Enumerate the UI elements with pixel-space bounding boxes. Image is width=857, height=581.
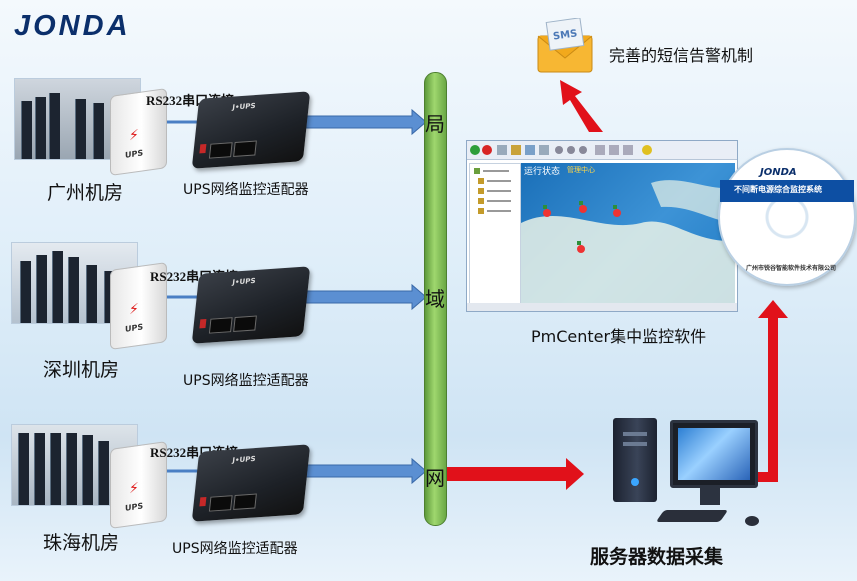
room-name-zhuhai: 珠海机房 xyxy=(43,532,120,554)
disc-company: 广州市锐谷智能软件技术有限公司 xyxy=(746,265,837,272)
server-to-software-arrow xyxy=(748,300,788,482)
ups-network-adapter-1: J•UPS xyxy=(191,91,311,169)
disc-title: 不间断电源综合监控系统 xyxy=(734,185,822,194)
lan-char-wang: 网 xyxy=(425,466,445,490)
sms-envelope-icon xyxy=(537,18,593,73)
lan-backbone xyxy=(424,72,447,526)
keyboard xyxy=(655,510,729,522)
server-tower xyxy=(613,418,657,502)
ups-text: UPS xyxy=(125,501,144,513)
software-status-tabs xyxy=(467,303,737,311)
software-toolbar xyxy=(467,141,737,160)
adapter-to-lan-arrow-2 xyxy=(304,283,427,311)
ups-network-adapter-2: J•UPS xyxy=(191,266,311,344)
ups-bolt-icon: ⚡ xyxy=(129,479,139,498)
lan-to-server-arrow xyxy=(445,458,584,490)
ups-bolt-icon: ⚡ xyxy=(129,300,139,319)
jonda-logo: JONDA xyxy=(14,10,131,42)
pmcenter-label: PmCenter集中监控软件 xyxy=(531,327,707,346)
map-landmass xyxy=(521,180,735,303)
disc-logo: JONDA xyxy=(760,167,797,178)
room-name-guangzhou: 广州机房 xyxy=(47,182,124,204)
software-cd-disc: JONDA 不间断电源综合监控系统 广州市锐谷智能软件技术有限公司 xyxy=(718,148,856,286)
server-monitor xyxy=(670,420,758,488)
sms-alert-label: 完善的短信告警机制 xyxy=(609,46,754,65)
software-device-tree xyxy=(469,163,521,305)
panel-title: 运行状态 xyxy=(524,167,561,177)
lan-char-ju: 局 xyxy=(425,112,445,136)
adapter-label-3: UPS网络监控适配器 xyxy=(172,541,298,557)
panel-subtitle: 管理中心 xyxy=(567,166,595,174)
ups-network-adapter-3: J•UPS xyxy=(191,444,311,522)
mouse xyxy=(745,516,759,526)
adapter-label-2: UPS网络监控适配器 xyxy=(183,373,309,389)
ups-text: UPS xyxy=(125,322,144,334)
disc-band xyxy=(720,180,854,202)
ups-text: UPS xyxy=(125,148,144,160)
adapter-label-1: UPS网络监控适配器 xyxy=(183,182,309,198)
ups-bolt-icon: ⚡ xyxy=(129,126,139,145)
software-to-sms-arrow xyxy=(560,80,603,132)
server-data-collection-label: 服务器数据采集 xyxy=(590,546,724,568)
room-name-shenzhen: 深圳机房 xyxy=(43,359,120,381)
adapter-to-lan-arrow-3 xyxy=(304,457,427,485)
adapter-to-lan-arrow-1 xyxy=(304,108,427,136)
monitor-stand xyxy=(700,487,720,505)
lan-char-yu: 域 xyxy=(425,287,445,311)
software-map-view: 运行状态 管理中心 xyxy=(521,163,735,303)
pmcenter-software-window: 运行状态 管理中心 xyxy=(466,140,738,312)
